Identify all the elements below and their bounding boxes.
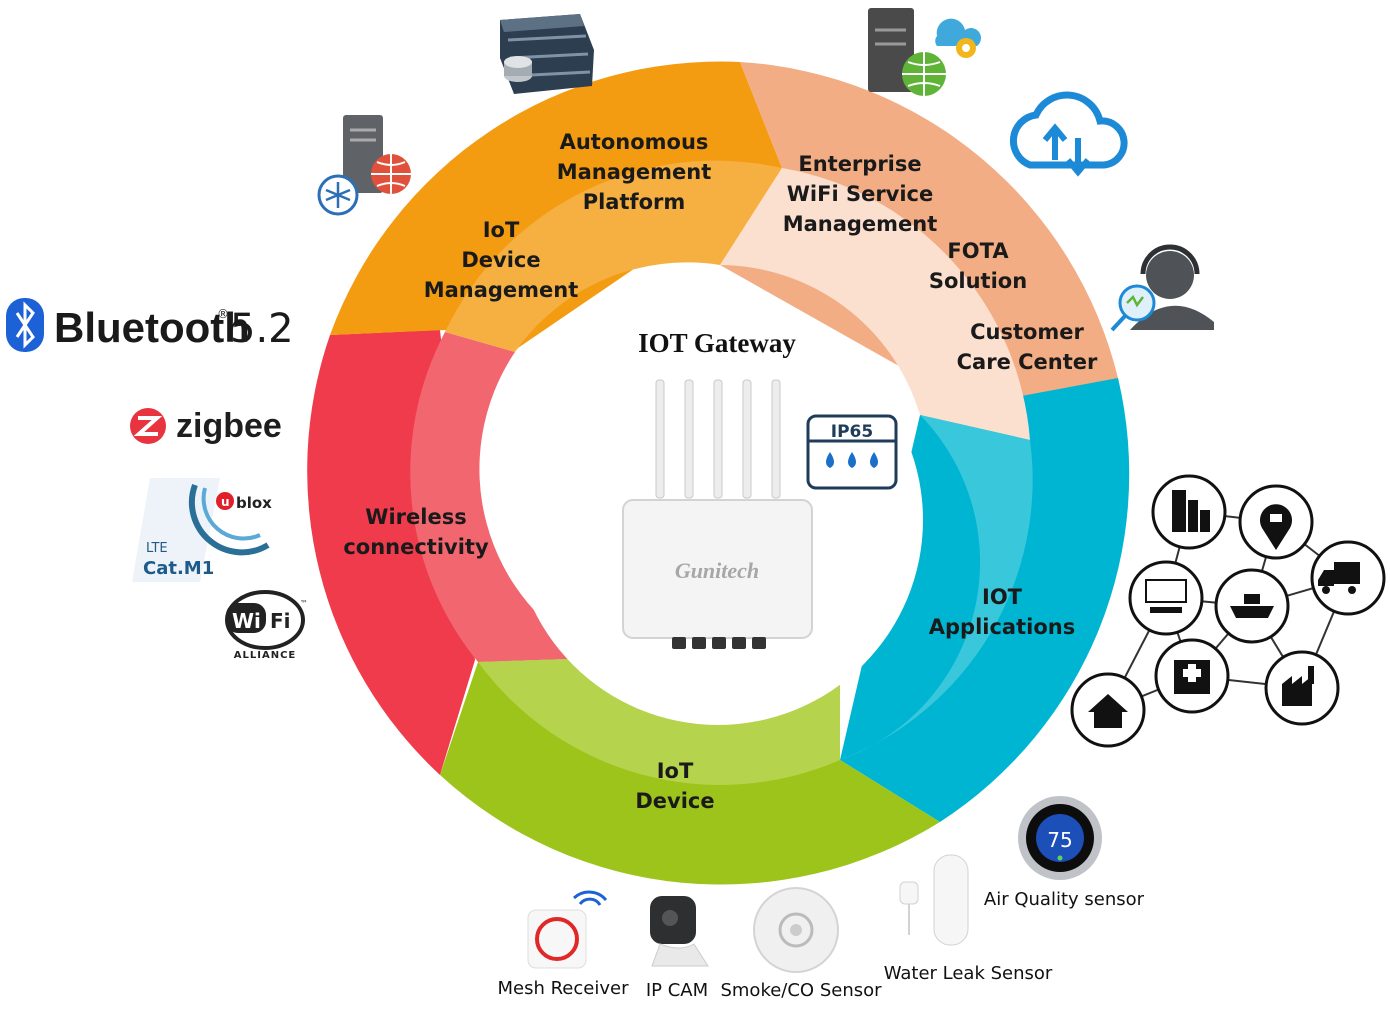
gateway-center: IOT Gateway Gunitech IP65 (622, 328, 898, 649)
segment-services-inner (720, 168, 1030, 440)
label-fota-1: FOTA (947, 239, 1009, 263)
label-platform-1: Autonomous (560, 130, 709, 154)
segment-applications-inner-band (840, 415, 1033, 760)
thermostat-icon: 75 (1018, 796, 1102, 880)
label-device-2: Device (635, 789, 714, 813)
ublox-brand: blox (236, 494, 272, 512)
label-care-1: Customer (970, 320, 1084, 344)
server-rack-icon (500, 14, 594, 94)
gateway-ports (672, 637, 766, 649)
catm1-label: Cat.M1 (143, 558, 214, 579)
wifi-alliance-logo: Wi Fi ™ ALLIANCE (225, 590, 308, 661)
ublox-u: u (221, 495, 230, 509)
cloud-icons (317, 8, 1214, 332)
bluetooth-wordmark: Bluetooth (54, 304, 250, 351)
label-enterprise-1: Enterprise (798, 152, 921, 176)
bluetooth-reg: ® (217, 307, 229, 321)
center-title: IOT Gateway (638, 328, 796, 358)
label-device-mgmt-1: IoT (483, 218, 520, 242)
label-fota-2: Solution (929, 269, 1027, 293)
bluetooth-version: 5.2 (230, 306, 294, 352)
wifi-tm: ™ (300, 599, 308, 608)
segment-platform-inner (445, 160, 782, 352)
cloud-sync-icon (1009, 91, 1128, 177)
gateway-brand: Gunitech (675, 558, 759, 583)
label-device-mgmt-2: Device (461, 248, 540, 272)
control-panel-icon (1128, 560, 1204, 636)
label-wireless-1: Wireless (365, 505, 466, 529)
label-wireless-2: connectivity (343, 535, 489, 559)
iot-devices: Mesh Receiver IP CAM Smoke/CO Sensor Wat… (498, 796, 1145, 1001)
application-network (1070, 474, 1386, 748)
label-enterprise-2: WiFi Service (787, 182, 934, 206)
label-apps-1: IOT (982, 585, 1023, 609)
wifi-fi: Fi (270, 609, 291, 633)
wireless-logos: Bluetooth ® 5.2 zigbee u blox LTE Cat.M1… (6, 298, 308, 661)
label-care-2: Care Center (957, 350, 1098, 374)
ip65-label: IP65 (831, 422, 873, 442)
customer-support-icon (1110, 244, 1214, 332)
segment-wireless-inner (410, 332, 598, 662)
segment-labels: Autonomous Management Platform IoT Devic… (343, 130, 1098, 813)
lte-label: LTE (146, 541, 168, 556)
label-device-1: IoT (657, 759, 694, 783)
label-platform-2: Management (557, 160, 712, 184)
mesh-receiver-icon (527, 890, 608, 969)
zigbee-logo: zigbee (130, 407, 282, 445)
thermostat-reading: 75 (1047, 828, 1072, 852)
server-network-icon (317, 115, 411, 216)
segment-device-inner (478, 650, 840, 785)
wifi-wi: Wi (232, 609, 261, 633)
server-cloud-gear-icon (868, 8, 981, 96)
ip65-badge-icon: IP65 (806, 414, 898, 490)
smoke-sensor-icon (753, 887, 839, 973)
device-label-smoke-sensor: Smoke/CO Sensor (720, 980, 882, 1001)
ip-cam-icon (650, 896, 709, 967)
device-label-water-leak: Water Leak Sensor (884, 963, 1053, 984)
zigbee-wordmark: zigbee (176, 407, 282, 445)
ublox-lte-logo: u blox LTE Cat.M1 (132, 478, 272, 582)
water-leak-sensor-icon (899, 854, 969, 946)
segment-platform (330, 61, 782, 350)
bluetooth-logo: Bluetooth ® 5.2 (6, 298, 294, 352)
label-device-mgmt-3: Management (424, 278, 579, 302)
wifi-alliance: ALLIANCE (234, 650, 296, 661)
label-apps-2: Applications (929, 615, 1075, 639)
antenna-group (655, 379, 781, 499)
label-platform-3: Platform (583, 190, 686, 214)
label-enterprise-3: Management (783, 212, 938, 236)
device-label-mesh-receiver: Mesh Receiver (498, 978, 630, 999)
device-label-ip-cam: IP CAM (646, 980, 708, 1001)
device-label-air-quality: Air Quality sensor (984, 889, 1145, 910)
